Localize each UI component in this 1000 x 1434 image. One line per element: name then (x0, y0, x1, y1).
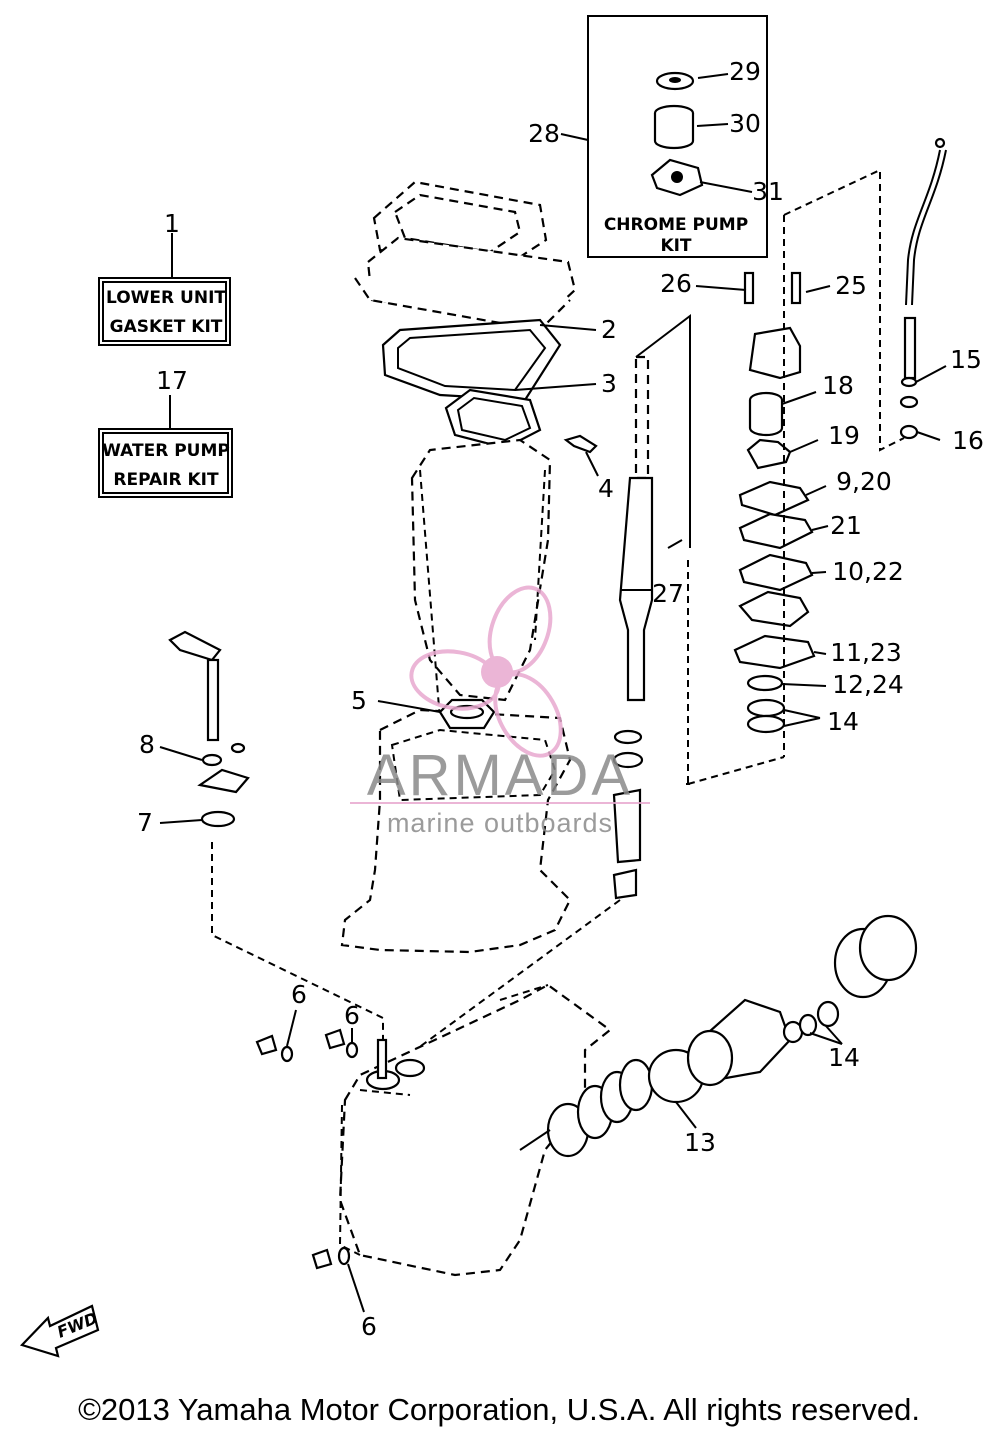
chrome-kit-line2: KIT (660, 236, 691, 256)
callout-9-20: 9,20 (836, 467, 892, 496)
leader-lines (514, 285, 947, 727)
callout-2: 2 (601, 315, 617, 344)
pump-base (738, 590, 810, 628)
callout-19: 19 (828, 421, 860, 450)
part-31-chrome-cover (650, 158, 704, 197)
part-30-sleeve (653, 104, 695, 150)
kit-number-1: 1 (164, 209, 180, 238)
part-11-23-gasket (733, 634, 816, 670)
callout-6-left: 6 (291, 980, 307, 1009)
fwd-arrow: FWD (19, 1304, 100, 1358)
kit-17-line1: WATER PUMP (102, 441, 230, 461)
callout-11-23: 11,23 (830, 638, 902, 667)
kit-17-line2: REPAIR KIT (113, 470, 219, 490)
drive-shaft (612, 313, 691, 900)
callout-15: 15 (950, 345, 982, 374)
drain-screws (255, 1009, 365, 1313)
chrome-kit-line1: CHROME PUMP (604, 215, 748, 235)
callout-6-bottom: 6 (361, 1312, 377, 1341)
callout-31: 31 (752, 177, 784, 206)
lower-unit-gasket-kit-box (98, 233, 231, 346)
callout-16: 16 (952, 426, 984, 455)
callout-6-mid: 6 (344, 1001, 360, 1030)
callout-13: 13 (684, 1128, 716, 1157)
watermark-brand: ARMADA (367, 743, 633, 808)
callout-30: 30 (729, 109, 761, 138)
part-18-insert (748, 391, 784, 437)
callout-18: 18 (822, 371, 854, 400)
kit-1-line1: LOWER UNIT (106, 288, 226, 308)
callout-21: 21 (830, 511, 862, 540)
kit-number-28: 28 (528, 119, 560, 148)
upper-casing (340, 438, 572, 954)
part-12-24-o-ring (746, 674, 784, 692)
callout-14-upper: 14 (827, 707, 859, 736)
callout-25: 25 (835, 271, 867, 300)
water-tube (899, 137, 947, 440)
callout-29: 29 (729, 57, 761, 86)
callout-8: 8 (139, 730, 155, 759)
armada-watermark: ARMADA marine outboards (350, 585, 650, 838)
water-pump-stack (733, 168, 905, 757)
kit-number-17: 17 (156, 366, 188, 395)
copyright-notice: ©2013 Yamaha Motor Corporation, U.S.A. A… (78, 1392, 920, 1427)
gasket-stack (354, 180, 577, 450)
part-21-plate (738, 512, 814, 550)
callout-7: 7 (137, 808, 153, 837)
propeller-logo (409, 585, 563, 758)
part-9-20-plate (738, 480, 810, 517)
kit-1-line2: GASKET KIT (110, 317, 223, 337)
callout-10-22: 10,22 (832, 557, 904, 586)
callout-3: 3 (601, 369, 617, 398)
chrome-pump-kit-box (560, 15, 768, 258)
callout-26: 26 (660, 269, 692, 298)
shift-rod-assembly (159, 630, 384, 1060)
callout-14-lower: 14 (828, 1043, 860, 1072)
callout-27: 27 (652, 579, 684, 608)
callout-5: 5 (351, 686, 367, 715)
watermark-tagline: marine outboards (387, 808, 613, 838)
callout-12-24: 12,24 (832, 670, 904, 699)
callout-4: 4 (598, 474, 614, 503)
prop-shaft-assembly (519, 914, 918, 1158)
part-4-clip (563, 434, 598, 454)
water-pump-repair-kit-box (98, 395, 233, 498)
part-10-22-plate (738, 553, 814, 592)
pump-housing (748, 326, 802, 380)
